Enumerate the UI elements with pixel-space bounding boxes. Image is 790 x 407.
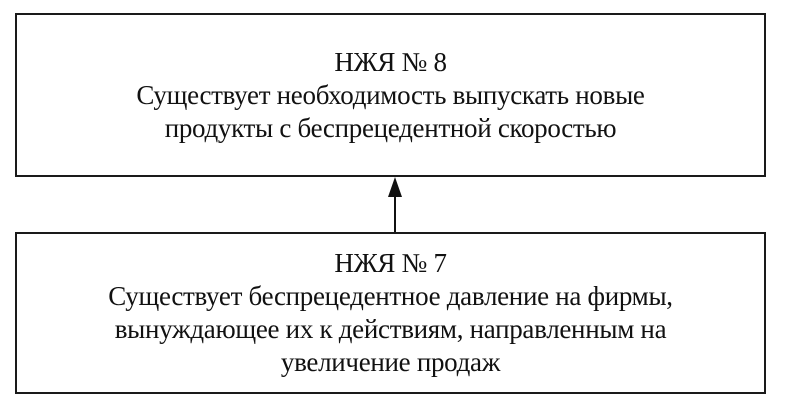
- node-text-line: вынуждающее их к действиям, направленным…: [114, 314, 667, 344]
- node-text-line: продукты с беспрецедентной скоростью: [164, 112, 617, 143]
- node-title: НЖЯ № 8: [334, 46, 447, 77]
- node-text-line: Существует необходимость выпускать новые: [136, 79, 645, 110]
- node-nzhya-8: НЖЯ № 8 Существует необходимость выпуска…: [15, 13, 766, 177]
- arrow-up-icon: [388, 177, 402, 232]
- node-title: НЖЯ № 7: [334, 248, 447, 278]
- node-text-line: Существует беспрецедентное давление на ф…: [108, 281, 673, 311]
- node-nzhya-7: НЖЯ № 7 Существует беспрецедентное давле…: [15, 232, 766, 394]
- node-text-line: увеличение продаж: [280, 347, 501, 377]
